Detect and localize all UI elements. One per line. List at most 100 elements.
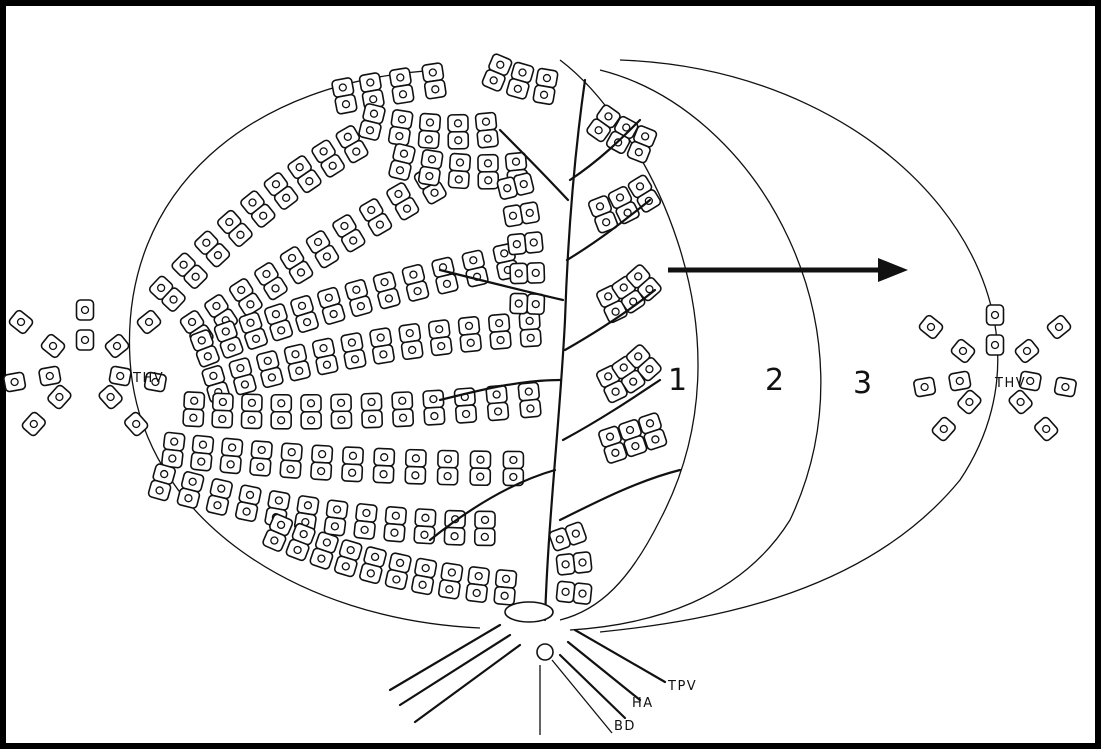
zone-3-label: 3: [853, 366, 872, 401]
hepatocyte: [418, 166, 440, 186]
hepatocyte: [406, 449, 427, 467]
hepatocyte: [1008, 389, 1034, 415]
hepatocyte: [424, 407, 445, 425]
hepatocyte: [495, 570, 516, 589]
hepatocyte: [468, 566, 490, 585]
hepatocyte: [497, 176, 518, 199]
hepatocyte: [507, 233, 526, 255]
hepatocyte: [573, 583, 592, 605]
hepatocyte: [527, 294, 545, 315]
hepatocyte: [358, 120, 381, 141]
hepatocyte: [183, 409, 204, 427]
hepatocyte: [414, 526, 435, 544]
hepatocyte: [385, 506, 406, 525]
hepatocyte: [458, 316, 480, 335]
hepatocyte: [21, 411, 47, 437]
hepatocyte: [405, 466, 426, 484]
hepatocyte: [271, 395, 291, 412]
hepatocyte: [478, 155, 498, 172]
portal-vein-label: TPV: [667, 679, 697, 694]
zone-2-boundary: [570, 70, 821, 630]
bile-duct-lumen: [537, 644, 553, 660]
hepatocyte: [948, 371, 971, 391]
hepatocyte: [477, 129, 499, 148]
hepatocyte: [104, 333, 130, 359]
hepatocyte: [478, 172, 498, 189]
hepatocyte: [46, 384, 72, 410]
hepatocyte: [435, 273, 458, 294]
hepatocyte: [109, 366, 132, 386]
hepatocyte: [415, 509, 436, 527]
hepatocyte: [503, 204, 523, 227]
hepatocyte: [192, 435, 214, 454]
hepatocyte: [326, 500, 348, 519]
right-central-vein-cluster: [913, 305, 1077, 442]
hepatocyte: [250, 458, 271, 477]
hepatocyte: [401, 340, 423, 360]
hepatocyte: [388, 126, 410, 146]
hepatocyte: [288, 360, 311, 381]
hepatocyte: [184, 392, 205, 410]
hepatocyte: [392, 392, 413, 410]
hepatocyte: [418, 130, 439, 148]
hepatocyte: [556, 581, 575, 603]
hepatocyte: [251, 441, 272, 460]
hepatocyte: [494, 587, 515, 606]
hepatocyte: [475, 112, 497, 131]
hepatocyte: [437, 467, 457, 484]
hepatocyte: [428, 320, 450, 339]
hepatocyte: [475, 511, 495, 528]
portal-vein-lumen: [505, 602, 553, 622]
hepatocyte: [520, 329, 541, 347]
left-central-vein-cluster: [3, 300, 167, 437]
hepatocyte: [449, 153, 470, 171]
hepatocyte: [77, 300, 94, 320]
bile-duct-label: BD: [614, 719, 636, 734]
hepatocyte: [520, 399, 542, 418]
hepatocyte: [393, 409, 414, 427]
zone-2-label: 2: [765, 363, 784, 398]
hepatocyte: [3, 372, 26, 392]
hepatocyte: [335, 94, 358, 114]
hepatocyte: [556, 553, 575, 575]
hepatocyte: [221, 438, 242, 457]
hepatocyte: [242, 394, 262, 411]
hepatocyte: [271, 412, 291, 429]
hepatocyte: [342, 464, 363, 482]
hepatocyte-plates: [148, 53, 668, 605]
hepatocyte: [475, 528, 495, 545]
hepatocyte: [487, 402, 508, 421]
hepatocyte: [510, 293, 528, 314]
hepatocyte: [361, 393, 382, 411]
hepatocyte: [438, 450, 458, 467]
hepatocyte: [344, 349, 367, 369]
hepatocyte: [331, 394, 351, 411]
hepatocyte: [931, 416, 957, 442]
hepatocyte: [311, 462, 332, 480]
hepatocyte: [460, 333, 482, 352]
hepatocyte: [260, 367, 284, 388]
hepatocyte: [372, 344, 394, 364]
hepatocyte: [454, 388, 475, 406]
hepatocyte: [235, 501, 258, 522]
hepatocyte: [281, 443, 302, 461]
hepatocyte: [444, 527, 465, 545]
hepatocyte: [573, 552, 592, 574]
hepatocyte: [98, 384, 124, 410]
hepatocyte: [212, 410, 233, 428]
hepatocyte: [123, 411, 149, 437]
hepatocyte: [406, 280, 430, 301]
hepatocyte: [438, 579, 460, 599]
hepatocyte: [190, 452, 212, 471]
hepatocyte: [38, 366, 61, 386]
hepatocyte: [411, 575, 434, 595]
zone-3-boundary: [600, 60, 998, 632]
hepatocyte: [40, 333, 66, 359]
hepatocyte: [419, 113, 440, 131]
hepatocyte: [388, 160, 411, 181]
hepatocyte: [301, 395, 321, 412]
hepatocyte: [533, 85, 556, 105]
direction-arrow: [668, 258, 908, 282]
hepatocyte: [1033, 416, 1059, 442]
zone-1-label: 1: [668, 363, 687, 398]
